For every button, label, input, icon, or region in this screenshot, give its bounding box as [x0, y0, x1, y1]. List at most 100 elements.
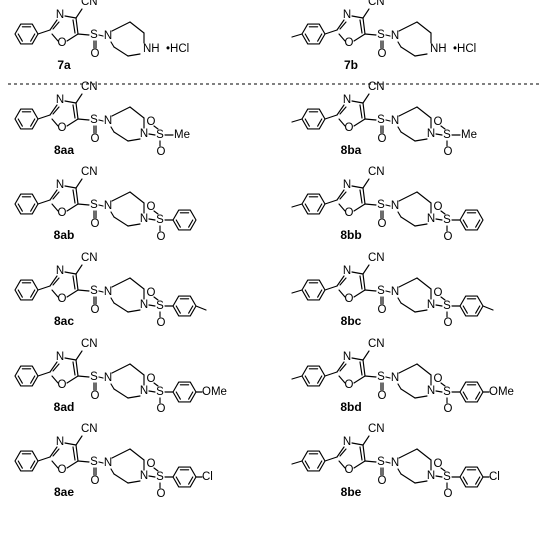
- n-s-bond: [148, 304, 156, 307]
- methyl-bond: [291, 118, 303, 123]
- compound-label: 7b: [344, 58, 358, 72]
- piperazine-n4-atom: N: [140, 470, 148, 482]
- oxazole-n-atom: N: [56, 9, 64, 21]
- sulfonyl2-s-atom: S: [443, 214, 451, 226]
- piperazine-bond: [416, 363, 432, 376]
- aromatic-double-bond: [30, 460, 36, 469]
- cyano-bond: [75, 435, 83, 446]
- aryl-bond: [37, 456, 51, 462]
- c5-s-bond: [77, 375, 90, 378]
- piperazine-n4-atom: N: [140, 128, 148, 140]
- oxazole-o-atom: O: [58, 207, 67, 219]
- oxazole-n-atom: N: [56, 179, 64, 191]
- sulfonyl2-o-bottom-atom: O: [157, 146, 166, 158]
- piperazine-bond: [110, 297, 115, 304]
- phenyl-ring: [14, 23, 39, 45]
- sulfonyl2-o-bond: [440, 296, 446, 301]
- ring-bond-c2-o1: [51, 289, 59, 298]
- piperazine-bond: [414, 53, 428, 57]
- ring-bond-c2-n3: [49, 189, 58, 201]
- ring-bond-c4-n3: [351, 15, 364, 19]
- aromatic-double-bond: [475, 476, 481, 485]
- piperazine-bond: [397, 383, 402, 390]
- sulfonyl2-o-bond: [440, 467, 446, 472]
- oxazole-n-atom: N: [343, 436, 351, 448]
- c5-s-bond: [364, 33, 377, 36]
- ring-bond-o1-c5: [353, 203, 366, 212]
- ring-bond-c2-n3: [49, 275, 58, 287]
- sulfonyl-s-atom: S: [90, 29, 98, 41]
- oxazole-n-atom: N: [56, 351, 64, 363]
- ring-bond-c5-c4: [75, 102, 79, 120]
- ring-double-bond-c4-c5: [359, 446, 363, 461]
- aryl-bond: [324, 456, 338, 462]
- sulfonyl-aryl-ring: [459, 466, 484, 488]
- ring-bond-c2-o1: [338, 33, 346, 42]
- aryl-bond: [324, 285, 338, 291]
- oxazole-n-atom: N: [343, 94, 351, 106]
- aromatic-double-bond: [462, 305, 468, 314]
- ring-bond-o1-c5: [66, 203, 79, 212]
- piperazine-n4-atom: N: [427, 213, 435, 225]
- aromatic-double-bond: [317, 460, 323, 469]
- piperazine-bond: [110, 126, 115, 133]
- s-n-bond: [98, 290, 104, 293]
- piperazine-bond: [400, 46, 416, 57]
- cyano-bond: [75, 350, 83, 361]
- piperazine-n1-atom: N: [391, 200, 399, 212]
- c5-s-bond: [77, 460, 90, 463]
- oxazole-n-atom: N: [343, 265, 351, 277]
- sulfonyl2-o-bottom-atom: O: [157, 317, 166, 329]
- oxazole-o-atom: O: [58, 122, 67, 134]
- oxazole-n-atom: N: [56, 436, 64, 448]
- sulfonyl-o-atom: O: [378, 390, 387, 402]
- cyano-bond: [75, 264, 83, 275]
- sulfonyl2-o-bottom-atom: O: [157, 403, 166, 415]
- n-s-bond: [148, 133, 156, 136]
- piperazine-n4-atom: N: [140, 213, 148, 225]
- ring-bond-c5-c4: [362, 273, 366, 291]
- sulfonyl2-o-bond: [153, 125, 159, 130]
- sulfonyl-s-atom: S: [377, 114, 385, 126]
- cyano-group: CN: [81, 166, 98, 178]
- piperazine-bond: [416, 21, 432, 34]
- compound-label: 8ae: [54, 485, 74, 499]
- sulfonyl2-o-bottom-atom: O: [444, 317, 453, 329]
- ring-double-bond-c2-n3: [339, 21, 347, 30]
- ring-double-bond-c4-c5: [359, 104, 363, 119]
- piperazine-bond: [111, 21, 131, 32]
- ring-double-bond-c2-n3: [52, 106, 60, 115]
- s-n-bond: [385, 34, 391, 37]
- aryl-bond: [37, 285, 51, 291]
- sulfonyl2-o-top-atom: O: [147, 458, 156, 470]
- s-n-bond: [385, 290, 391, 293]
- phenyl-ring: [14, 279, 39, 301]
- ring-bond-c2-o1: [51, 460, 59, 469]
- piperazine-n1-atom: N: [104, 372, 112, 384]
- compound-label: 8aa: [54, 143, 74, 157]
- s-n-bond: [385, 376, 391, 379]
- ring-bond-c2-n3: [336, 189, 345, 201]
- c5-s-bond: [77, 203, 90, 206]
- ring-double-bond-c2-n3: [52, 448, 60, 457]
- ring-double-bond-c2-n3: [339, 106, 347, 115]
- methyl-bond: [291, 289, 303, 294]
- methyl-bond: [291, 203, 303, 208]
- piperazine-bond: [113, 131, 129, 142]
- aromatic-double-bond: [17, 460, 23, 469]
- c5-s-bond: [364, 118, 377, 121]
- piperazine-bond: [414, 223, 428, 227]
- sulfonyl-o-atom: O: [91, 133, 100, 145]
- ring-bond-c4-n3: [64, 271, 77, 275]
- ring-bond-c2-o1: [51, 118, 59, 127]
- n-s-bond: [435, 475, 443, 478]
- sulfonyl-s-atom: S: [377, 456, 385, 468]
- ring-bond-c2-o1: [338, 289, 346, 298]
- ring-bond-c4-n3: [64, 185, 77, 189]
- ring-bond-c5-c4: [75, 273, 79, 291]
